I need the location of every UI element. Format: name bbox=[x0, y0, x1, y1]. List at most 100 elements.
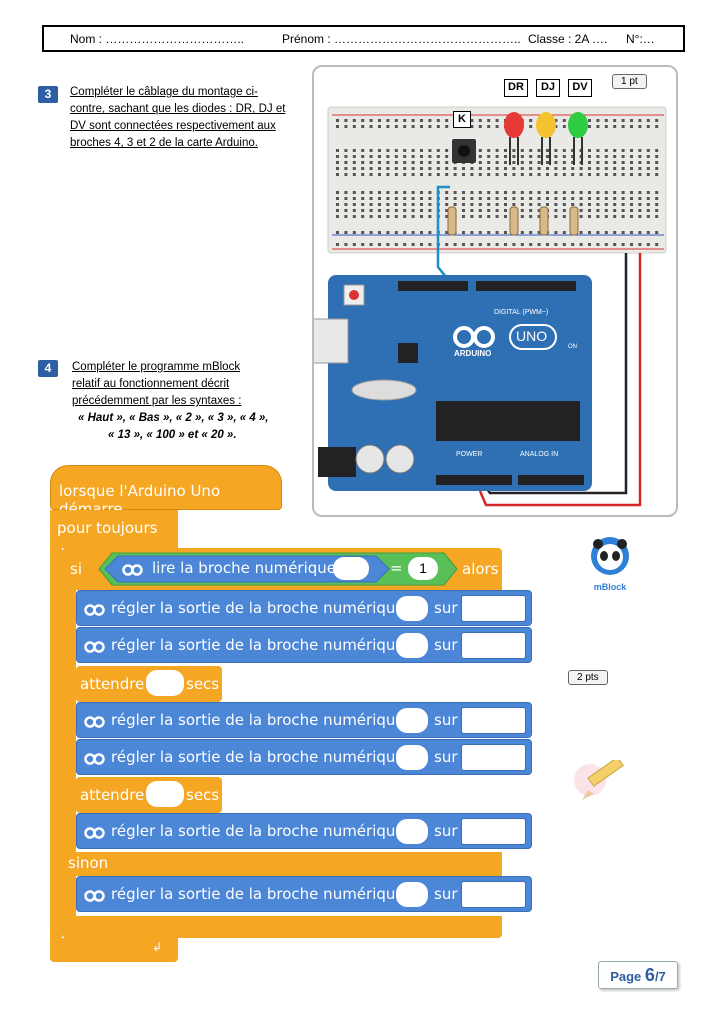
set-pin-value-input-4[interactable] bbox=[461, 744, 526, 771]
nom-field[interactable]: Nom : …………………………….. bbox=[70, 32, 245, 46]
arduino-brand: ARDUINO bbox=[454, 349, 492, 358]
on-label: ON bbox=[568, 344, 577, 350]
arduino-icon bbox=[84, 751, 106, 765]
on-label-3: sur bbox=[434, 711, 458, 729]
power-label: POWER bbox=[456, 451, 483, 458]
set-pin-label-1: régler la sortie de la broche numérique bbox=[111, 599, 405, 617]
page-indicator: Page 6/7 bbox=[598, 961, 678, 989]
points-badge-q4: 2 pts bbox=[568, 670, 608, 685]
question-4-text: Compléter le programme mBlock relatif au… bbox=[72, 359, 302, 444]
q4-line-1: Compléter le programme mBlock bbox=[72, 361, 241, 373]
circuit-drawing bbox=[314, 106, 667, 507]
chip-small bbox=[398, 343, 418, 363]
set-pin-number-input-2[interactable] bbox=[396, 633, 428, 658]
numero-field[interactable]: N°:… bbox=[626, 32, 655, 46]
mblock-logo: mBlock bbox=[585, 535, 635, 595]
set-pin-value-input-1[interactable] bbox=[461, 595, 526, 622]
led-label-yellow: DJ bbox=[536, 79, 560, 97]
else-block[interactable]: sinon bbox=[62, 852, 502, 876]
if-label: si bbox=[70, 560, 82, 578]
page-total: /7 bbox=[654, 969, 666, 984]
on-label-1: sur bbox=[434, 599, 458, 617]
q3-line-1: Compléter le câblage du montage ci- bbox=[70, 86, 258, 98]
set-pin-label-5: régler la sortie de la broche numérique bbox=[111, 822, 405, 840]
wire-red bbox=[478, 253, 642, 507]
set-pin-number-input-5[interactable] bbox=[396, 819, 428, 844]
on-label-4: sur bbox=[434, 748, 458, 766]
question-4-number: 4 bbox=[38, 360, 58, 377]
header-power bbox=[436, 475, 512, 485]
set-pin-label-4: régler la sortie de la broche numérique bbox=[111, 748, 405, 766]
arduino-icon bbox=[84, 714, 106, 728]
page-label: Page bbox=[610, 969, 642, 984]
set-pin-label-3: régler la sortie de la broche numérique bbox=[111, 711, 405, 729]
atmega-chip bbox=[436, 401, 580, 441]
on-label-6: sur bbox=[434, 885, 458, 903]
led-label-red: DR bbox=[504, 79, 528, 97]
q4-line-3: précédemment par les syntaxes : bbox=[72, 395, 242, 407]
classe-field[interactable]: Classe : 2A …. bbox=[528, 32, 608, 46]
points-badge-q3: 1 pt bbox=[612, 74, 647, 89]
header-digital-left bbox=[398, 281, 468, 291]
reset-button-cap bbox=[349, 290, 359, 300]
read-pin-input[interactable] bbox=[333, 557, 369, 580]
set-pin-block-3[interactable]: régler la sortie de la broche numérique s… bbox=[76, 702, 532, 738]
set-pin-block-5[interactable]: régler la sortie de la broche numérique s… bbox=[76, 813, 532, 849]
arduino-logo-icon bbox=[453, 326, 495, 348]
wait-input-2[interactable] bbox=[146, 781, 184, 807]
set-pin-block-1[interactable]: régler la sortie de la broche numérique s… bbox=[76, 590, 532, 626]
prenom-field[interactable]: Prénom : ……………………………………….. bbox=[282, 32, 521, 46]
analog-label: ANALOG IN bbox=[520, 451, 559, 458]
push-button-cap bbox=[458, 145, 470, 157]
arduino-icon bbox=[84, 602, 106, 616]
panda-icon bbox=[591, 537, 629, 575]
if-bottom-arm bbox=[62, 916, 502, 938]
forever-block[interactable]: pour toujours bbox=[50, 510, 178, 548]
power-jack bbox=[318, 447, 356, 477]
set-pin-block-6[interactable]: régler la sortie de la broche numérique s… bbox=[76, 876, 532, 912]
student-info-header: Nom : …………………………….. Prénom : ……………………………… bbox=[42, 25, 685, 52]
crystal bbox=[351, 379, 417, 401]
else-label: sinon bbox=[68, 854, 109, 872]
uno-model: UNO bbox=[516, 328, 548, 344]
event-block[interactable]: lorsque l'Arduino Uno démarre bbox=[50, 465, 282, 518]
digital-label: DIGITAL (PWM~) bbox=[494, 309, 549, 316]
set-pin-number-input-1[interactable] bbox=[396, 596, 428, 621]
led-yellow bbox=[536, 112, 556, 165]
uno-badge bbox=[509, 324, 557, 350]
set-pin-block-4[interactable]: régler la sortie de la broche numérique s… bbox=[76, 739, 532, 775]
arduino-icon bbox=[84, 888, 106, 902]
q4-line-4: « Haut », « Bas », « 2 », « 3 », « 4 », bbox=[78, 412, 269, 424]
resistors bbox=[447, 206, 579, 236]
led-green bbox=[568, 112, 588, 165]
circuit-diagram: DR DJ DV K 1 pt DIGITAL (PWM~) ARDUINO U… bbox=[312, 65, 678, 517]
on-label-5: sur bbox=[434, 822, 458, 840]
question-3-text: Compléter le câblage du montage ci- cont… bbox=[70, 84, 305, 152]
wait-label-1: attendre bbox=[80, 675, 145, 693]
wait-input-1[interactable] bbox=[146, 670, 184, 696]
compare-value-input[interactable]: 1 bbox=[408, 557, 438, 580]
usb-connector bbox=[314, 318, 349, 364]
set-pin-value-input-6[interactable] bbox=[461, 881, 526, 908]
wait-label-2: attendre bbox=[80, 786, 145, 804]
set-pin-value-input-2[interactable] bbox=[461, 632, 526, 659]
arduino-icon bbox=[84, 825, 106, 839]
pencil-icon bbox=[574, 760, 624, 800]
forever-block-label: pour toujours bbox=[57, 519, 158, 537]
set-pin-number-input-4[interactable] bbox=[396, 745, 428, 770]
mblock-logo-text: mBlock bbox=[593, 582, 627, 592]
set-pin-label-2: régler la sortie de la broche numérique bbox=[111, 636, 405, 654]
if-left-arm bbox=[62, 588, 76, 928]
capacitor-right bbox=[385, 444, 415, 474]
button-label-k: K bbox=[453, 111, 471, 128]
set-pin-number-input-3[interactable] bbox=[396, 708, 428, 733]
set-pin-label-6: régler la sortie de la broche numérique bbox=[111, 885, 405, 903]
capacitor-left bbox=[355, 444, 385, 474]
set-pin-value-input-3[interactable] bbox=[461, 707, 526, 734]
set-pin-number-input-6[interactable] bbox=[396, 882, 428, 907]
header-analog bbox=[518, 475, 584, 485]
forever-left-arm bbox=[50, 540, 62, 960]
q4-line-2: relatif au fonctionnement décrit bbox=[72, 378, 230, 390]
set-pin-value-input-5[interactable] bbox=[461, 818, 526, 845]
